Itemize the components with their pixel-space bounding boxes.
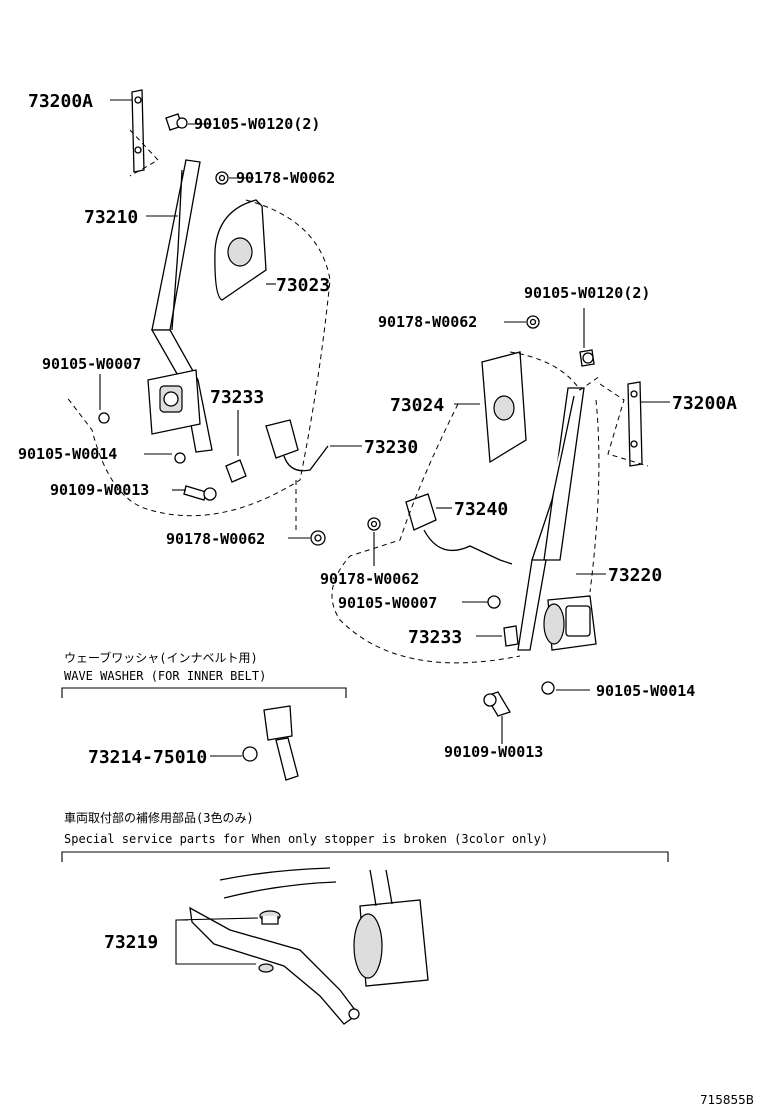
diagram-code: 715855B: [700, 1093, 754, 1107]
right-pillar-trim: [454, 351, 527, 464]
left-pillar-trim: [214, 199, 276, 301]
label-90105-w0014-left: 90105-W0014: [18, 445, 117, 463]
left-stopper: [225, 410, 247, 483]
service-parts-section: 車両取付部の補修用部品(3色のみ) Special service parts …: [61, 810, 669, 1025]
retractor-icon: [353, 869, 429, 987]
label-90105-w0007-right: 90105-W0007: [338, 594, 437, 612]
label-73240: 73240: [454, 499, 508, 520]
label-90178-w0062-left-low: 90178-W0062: [166, 530, 265, 548]
label-73210: 73210: [84, 207, 138, 228]
right-height-adjuster: [627, 381, 670, 467]
label-73233-left: 73233: [210, 387, 264, 408]
wave-washer-note-jp: ウェーブワッシャ(インナベルト用): [64, 650, 258, 665]
stopper-button-icon: [259, 910, 281, 925]
label-90178-w0062-right-top: 90178-W0062: [378, 313, 477, 331]
label-90105-w0014-right: 90105-W0014: [596, 682, 695, 700]
retractor-icon: [543, 595, 597, 651]
label-90178-w0062-top: 90178-W0062: [236, 169, 335, 187]
label-73023: 73023: [276, 275, 330, 296]
left-seat-belt-assembly: [65, 89, 362, 546]
label-73220: 73220: [608, 565, 662, 586]
nut-icon: [504, 315, 540, 329]
label-90105-w0007-left: 90105-W0007: [42, 355, 141, 373]
bolt-icon: [98, 374, 110, 424]
retractor-icon: [147, 369, 201, 435]
label-73233-right: 73233: [408, 627, 462, 648]
label-73214-75010: 73214-75010: [88, 747, 207, 768]
nut-icon: [288, 530, 326, 546]
right-stopper: [476, 625, 519, 647]
label-73219: 73219: [104, 932, 158, 953]
wave-washer-note-en: WAVE WASHER (FOR INNER BELT): [64, 669, 266, 683]
bolt-icon: [541, 681, 590, 695]
label-90178-w0062-right-mid: 90178-W0062: [320, 570, 419, 588]
wave-washer-section: ウェーブワッシャ(インナベルト用) WAVE WASHER (FOR INNER…: [61, 650, 347, 781]
part-labels: 73200A 90105-W0120(2) 90178-W0062 73210 …: [18, 91, 737, 761]
nut-icon: [367, 517, 381, 566]
label-90105-w0120-right: 90105-W0120(2): [524, 284, 650, 302]
seat-belt-anchor: [189, 867, 360, 1025]
service-parts-note-en: Special service parts for When only stop…: [64, 832, 548, 846]
bolt-icon: [483, 691, 511, 744]
label-90109-w0013-right: 90109-W0013: [444, 743, 543, 761]
label-73200a-left: 73200A: [28, 91, 93, 112]
service-parts-note-jp: 車両取付部の補修用部品(3色のみ): [64, 810, 254, 825]
right-belt-webbing: [517, 387, 606, 651]
buckle-icon: [210, 705, 299, 781]
stopper-clip-icon: [258, 963, 274, 973]
label-90109-w0013-left: 90109-W0013: [50, 481, 149, 499]
label-73230: 73230: [364, 437, 418, 458]
nut-icon: [215, 171, 254, 185]
label-73024: 73024: [390, 395, 444, 416]
bolt-icon: [165, 113, 212, 131]
bolt-icon: [579, 308, 595, 367]
bolt-icon: [144, 452, 186, 464]
left-height-adjuster: [110, 89, 145, 173]
right-seat-belt-assembly: [331, 308, 670, 744]
bolt-icon: [462, 595, 501, 609]
label-90105-w0120-top: 90105-W0120(2): [194, 115, 320, 133]
bolt-icon: [172, 485, 217, 501]
buckle-icon: [265, 419, 362, 472]
label-73200a-right: 73200A: [672, 393, 737, 414]
